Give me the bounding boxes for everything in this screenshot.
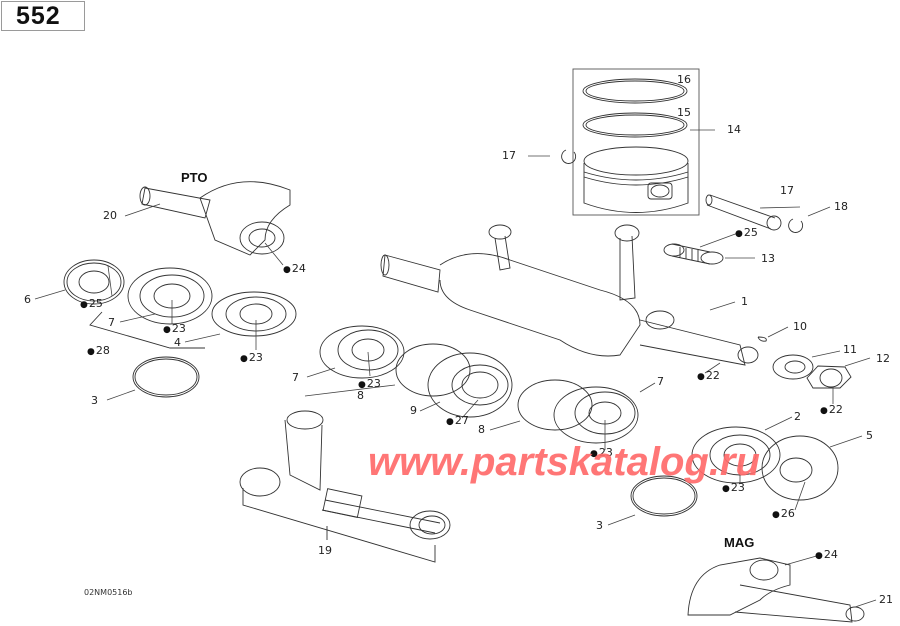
ball-bearing-7-left	[127, 267, 213, 325]
roller-bearing-9	[427, 352, 513, 418]
page-number: 552	[16, 2, 61, 30]
callout-23-center: 23	[358, 378, 381, 391]
piston	[583, 146, 689, 213]
callout-7-left: 7	[108, 316, 115, 329]
mag-label: MAG	[724, 535, 755, 550]
callout-12: 12	[876, 352, 890, 365]
o-ring-3-left	[132, 356, 200, 398]
callout-16: 16	[677, 73, 691, 86]
ball-bearing-4	[211, 291, 297, 337]
leader-lines	[34, 129, 877, 608]
callout-23-bearing2: 23	[722, 482, 745, 495]
crankshaft-center-1	[380, 224, 759, 366]
pto-label: PTO	[181, 170, 208, 185]
callout-22-nut: 22	[820, 404, 843, 417]
callout-9: 9	[410, 404, 417, 417]
callout-7-center: 7	[292, 371, 299, 384]
callout-6: 6	[24, 293, 31, 306]
pto-crank-half-20	[139, 181, 291, 256]
callout-18: 18	[834, 200, 848, 213]
o-ring-3-right	[630, 475, 698, 517]
callout-23-right: 23	[590, 447, 613, 460]
oil-seal-5	[761, 435, 839, 501]
callout-3-left: 3	[91, 394, 98, 407]
callout-27: 27	[446, 415, 469, 428]
callout-23-bearing4: 23	[240, 352, 263, 365]
ring-8-upper	[395, 343, 471, 397]
diagram-code: 02NM0516b	[84, 588, 133, 597]
callout-14: 14	[727, 123, 741, 136]
callout-23-left: 23	[163, 323, 186, 336]
circlip-17	[561, 149, 577, 164]
piston-kit-frame	[572, 68, 700, 216]
connecting-rod-kit-19	[239, 410, 451, 563]
callout-5: 5	[866, 429, 873, 442]
callout-2: 2	[794, 410, 801, 423]
callout-11: 11	[843, 343, 857, 356]
washer-11	[772, 354, 814, 380]
nut-12	[806, 365, 852, 389]
callout-17-pin: 17	[780, 184, 794, 197]
callout-4: 4	[174, 336, 181, 349]
callout-17-circlip: 17	[502, 149, 516, 162]
callout-13: 13	[761, 252, 775, 265]
callout-8-upper: 8	[357, 389, 364, 402]
callout-25-left: 25	[80, 298, 103, 311]
callout-15: 15	[677, 106, 691, 119]
ball-bearing-7-right	[553, 386, 639, 444]
callout-24-pto: 24	[283, 263, 306, 276]
callout-10: 10	[793, 320, 807, 333]
mag-crank-half	[687, 557, 865, 623]
ring-8-lower	[517, 379, 593, 431]
circlip-18	[788, 218, 804, 233]
piston-ring-15	[582, 112, 688, 138]
callout-21: 21	[879, 593, 893, 606]
callout-20: 20	[103, 209, 117, 222]
callout-28: 28	[87, 345, 110, 358]
callout-1: 1	[741, 295, 748, 308]
piston-ring-16	[582, 78, 688, 104]
callout-8-lower: 8	[478, 423, 485, 436]
needle-bearing-13	[663, 243, 724, 265]
callout-25-upper: 25	[735, 227, 758, 240]
callout-24-mag: 24	[815, 549, 838, 562]
callout-3-right: 3	[596, 519, 603, 532]
callout-7-right: 7	[657, 375, 664, 388]
callout-22-crank: 22	[697, 370, 720, 383]
page-number-box: 552	[1, 1, 85, 31]
callout-26: 26	[772, 508, 795, 521]
watermark: www.partskatalog.ru	[368, 440, 760, 484]
ball-bearing-7-center	[319, 325, 405, 379]
piston-pin-17	[705, 194, 782, 231]
key-10	[757, 336, 767, 342]
callout-19: 19	[318, 544, 332, 557]
